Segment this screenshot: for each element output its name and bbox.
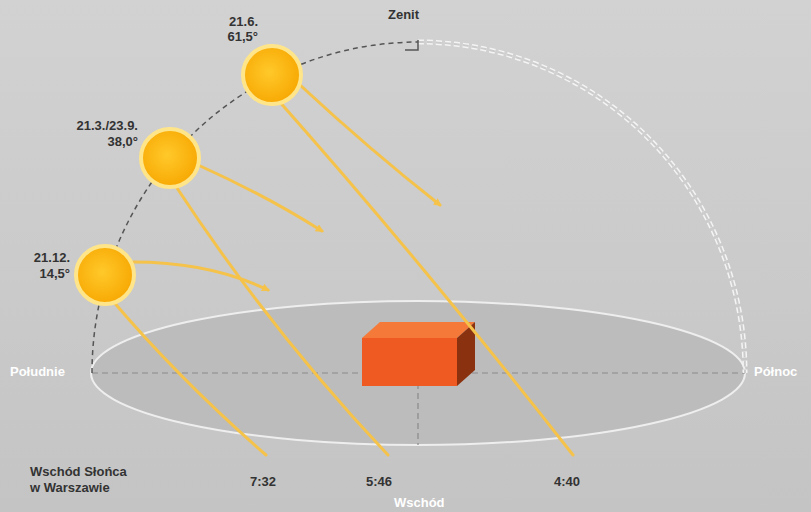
zenith-label: Zenit [388,7,419,22]
sun-rays [112,85,573,455]
building-side [457,322,475,386]
sky-arc-south [92,42,418,373]
sunrise-time: 5:46 [366,474,392,489]
direction-label: Wschód [394,495,445,510]
angle-label: 14,5° [39,266,70,281]
caption-line: Wschód Słońca [30,464,127,479]
sun-symbols [76,46,301,304]
building-front [362,338,457,386]
ground-plane [91,301,745,445]
direction-label: Północ [754,364,797,379]
angle-label: 61,5° [227,29,258,44]
angle-label: 38,0° [107,134,138,149]
date-label: 21.12. [34,250,70,265]
building-top [362,322,475,338]
direction-label: Południe [10,364,65,379]
zenith-mark [405,40,418,50]
sunrise-time: 7:32 [250,474,276,489]
sunrise-time: 4:40 [554,474,580,489]
caption-line: w Warszawie [30,480,110,495]
date-label: 21.3./23.9. [77,118,138,133]
date-label: 21.6. [229,14,258,29]
